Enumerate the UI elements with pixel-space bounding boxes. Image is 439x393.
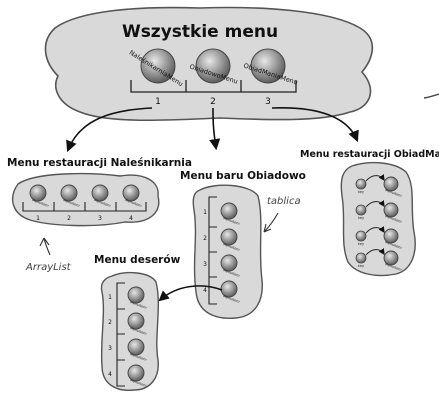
- cafe-menu-title: Menu restauracji ObiadMania: [300, 149, 439, 160]
- dessert-menu-title: Menu deserów: [94, 254, 181, 266]
- pancake-index-3: 3: [98, 215, 102, 222]
- dessert-index-1: 1: [108, 294, 112, 301]
- arraylist-annotation: ArrayList: [25, 262, 72, 273]
- all-menus-title: Wszystkie menu: [122, 22, 278, 42]
- cafe-key-1: [356, 179, 366, 189]
- all-menus-group: Wszystkie menu NaleśnikarniaMenu Obiadow…: [45, 8, 439, 121]
- cafe-key-label-2: key: [358, 216, 364, 220]
- pancake-index-2: 2: [67, 215, 71, 222]
- cafe-key-4: [356, 253, 366, 263]
- all-menus-index-2: 2: [210, 97, 216, 107]
- cafe-key-label-3: key: [358, 242, 364, 246]
- pancake-index-4: 4: [129, 215, 133, 222]
- dessert-index-4: 4: [108, 371, 112, 378]
- cafe-key-label-1: key: [358, 190, 364, 194]
- tablica-pointer: [264, 213, 278, 232]
- cafe-key-2: [356, 205, 366, 215]
- diner-index-4: 4: [203, 287, 207, 294]
- pancake-index-1: 1: [36, 215, 40, 222]
- offscreen-arrow: [424, 94, 439, 98]
- diner-index-1: 1: [203, 209, 207, 216]
- diner-index-3: 3: [203, 261, 207, 268]
- all-menus-index-3: 3: [265, 97, 271, 107]
- cafe-key-3: [356, 231, 366, 241]
- cafe-menu-blob: [341, 163, 415, 276]
- diner-index-2: 2: [203, 235, 207, 242]
- all-menus-index-1: 1: [155, 97, 161, 107]
- diner-menu-title: Menu baru Obiadowo: [180, 170, 306, 182]
- dessert-index-3: 3: [108, 345, 112, 352]
- tablica-annotation: tablica: [267, 196, 301, 207]
- pancake-menu-title: Menu restauracji Naleśnikarnia: [7, 157, 192, 169]
- cafe-key-label-4: key: [358, 264, 364, 268]
- arraylist-pointer: [40, 238, 50, 255]
- dessert-index-2: 2: [108, 319, 112, 326]
